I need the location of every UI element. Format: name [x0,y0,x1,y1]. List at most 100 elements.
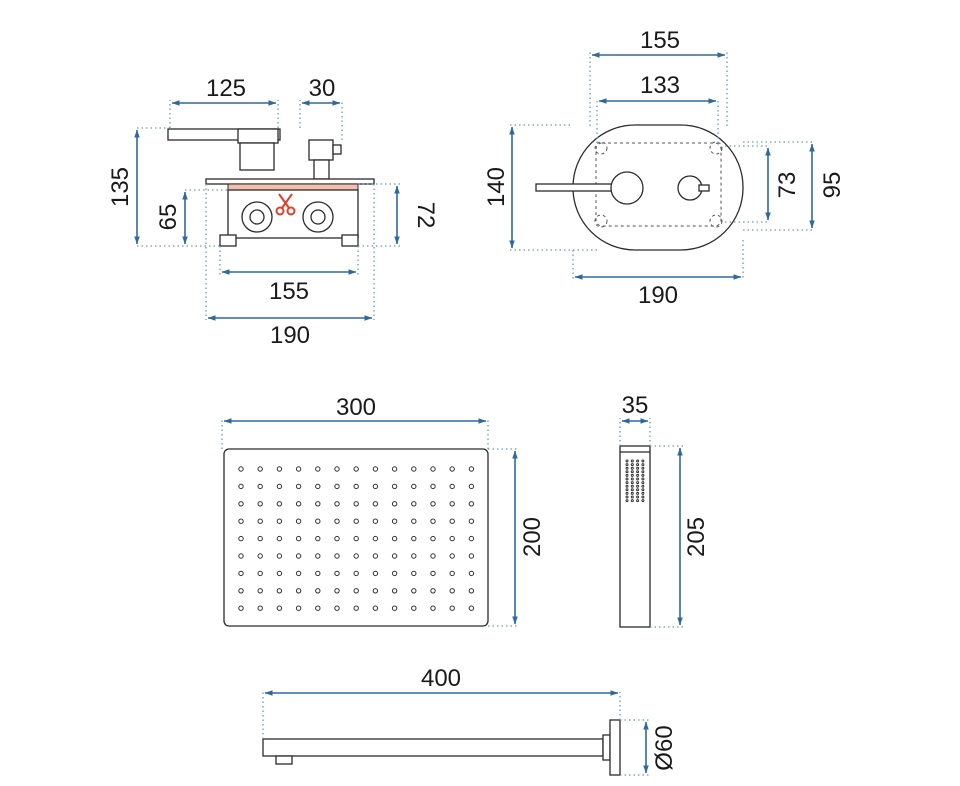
nozzle [238,466,244,472]
dim-arm-length: 400 [421,665,461,692]
nozzle [468,483,475,490]
nozzle [468,588,475,594]
arm-tube [262,738,604,757]
nozzle [353,553,359,559]
nozzle [391,553,398,559]
nozzle [391,588,398,594]
nozzle [295,483,302,490]
dim-lever-length: 125 [206,75,246,102]
nozzle [391,535,398,542]
hand-nozzle [641,484,645,488]
hand-nozzle [636,477,640,481]
nozzle [315,570,321,577]
dim-total-height: 135 [107,167,134,207]
hand-nozzle [625,470,629,474]
hand-nozzle [625,459,629,463]
nozzle [411,466,417,472]
hand-nozzle [625,488,629,492]
nozzle [238,570,244,577]
hand-nozzle [630,491,634,495]
nozzle [257,483,263,490]
foot-left [219,234,237,247]
nozzle [430,466,436,472]
hand-nozzle [636,491,640,495]
hand-nozzle [625,491,629,495]
nozzle [334,466,340,472]
nozzle-grid [238,466,475,611]
nozzle [391,570,398,577]
nozzle [257,466,263,472]
nozzle [315,483,321,490]
hand-nozzle [641,491,645,495]
nozzle [334,553,340,559]
nozzle [449,553,455,559]
nozzle [468,518,475,524]
arm-collar [602,734,611,761]
hand-shower-nozzles [625,459,645,503]
nozzle [238,605,244,611]
nozzle [449,466,455,472]
nozzle [449,588,455,594]
nozzle [372,535,379,542]
lever-stem [239,142,275,171]
nozzle [276,483,283,490]
nozzle [353,501,359,507]
hand-nozzle [641,466,645,470]
nozzle [449,483,455,490]
nozzle [430,570,436,577]
dim-knob-width: 30 [309,75,336,102]
nozzle [411,570,417,577]
nozzle [391,466,398,472]
nozzle [238,535,244,542]
nozzle [276,501,283,507]
hand-nozzle [630,459,634,463]
nozzle [430,483,436,490]
hand-nozzle [625,481,629,485]
nozzle [468,570,475,577]
port-right-inner [310,209,326,225]
lever-hub [237,128,279,144]
nozzle [391,605,398,611]
nozzle [238,518,244,524]
nozzle [430,605,436,611]
port-left-inner [249,209,265,225]
nozzle [430,535,436,542]
nozzle [334,535,340,542]
dim-box-height: 72 [412,202,439,229]
hidden-corner [709,141,723,155]
hand-nozzle [630,484,634,488]
dim-hand-width: 35 [622,392,649,419]
nozzle [449,518,455,524]
nozzle [372,553,379,559]
nozzle [411,553,417,559]
nozzle [411,483,417,490]
nozzle [276,570,283,577]
dim-box-width: 155 [269,278,309,305]
hand-nozzle [625,484,629,488]
hand-nozzle [636,459,640,463]
nozzle [372,570,379,577]
nozzle [411,605,417,611]
nozzle [257,570,263,577]
hand-nozzle [641,473,645,477]
hand-nozzle [630,466,634,470]
nozzle [372,466,379,472]
shower-arm: 400 Ø60 [262,665,678,776]
hand-nozzle [630,481,634,485]
hand-nozzle [625,473,629,477]
nozzle [334,483,340,490]
nozzle [315,588,321,594]
hand-nozzle [641,495,645,499]
nozzle [257,535,263,542]
nozzle [353,588,359,594]
foot-right [341,234,359,247]
hand-nozzle [625,495,629,499]
nozzle [334,518,340,524]
nozzle [276,588,283,594]
nozzle [430,501,436,507]
hand-nozzle [630,470,634,474]
hand-nozzle [636,473,640,477]
hand-nozzle [636,488,640,492]
hand-nozzle [636,499,640,503]
hand-nozzle [625,466,629,470]
